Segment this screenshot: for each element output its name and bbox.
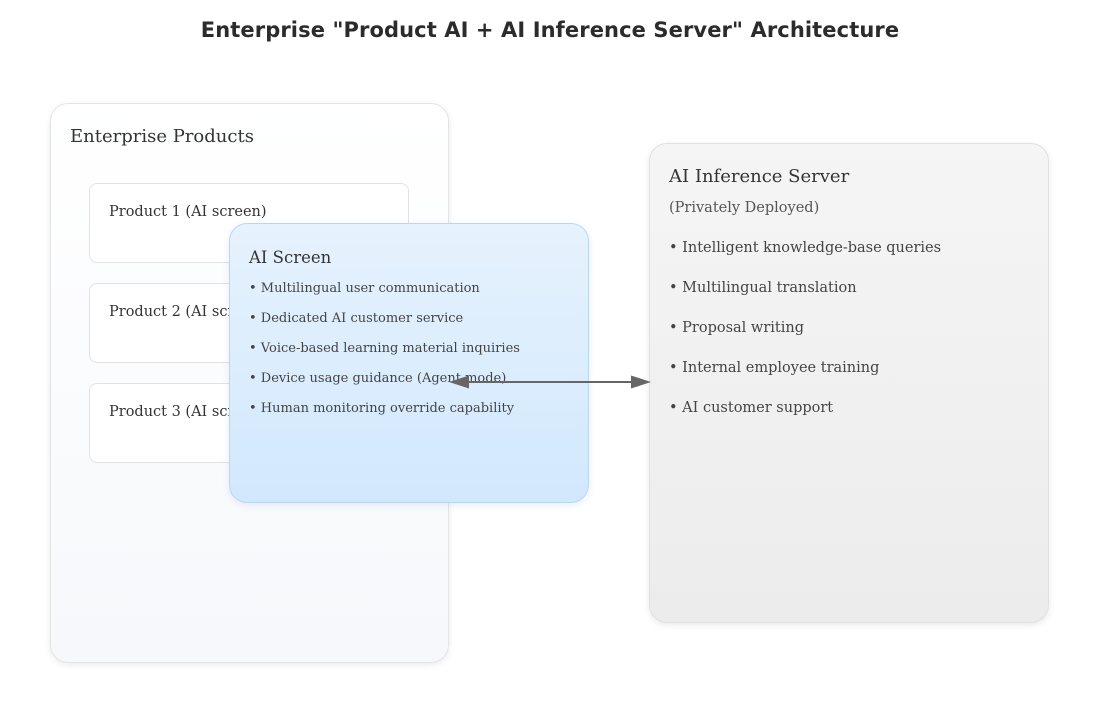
ai-inference-server-title: AI Inference Server: [669, 166, 850, 187]
ai-inference-server-panel: AI Inference Server (Privately Deployed)…: [649, 143, 1049, 623]
enterprise-products-title: Enterprise Products: [70, 126, 254, 147]
ai-screen-title: AI Screen: [249, 248, 332, 267]
diagram-title: Enterprise "Product AI + AI Inference Se…: [200, 18, 900, 42]
server-item: • Internal employee training: [669, 360, 880, 376]
ai-screen-item: • Dedicated AI customer service: [249, 311, 464, 326]
ai-screen-item: • Multilingual user communication: [249, 281, 480, 296]
arrow-head-right: [631, 375, 651, 389]
ai-screen-item: • Device usage guidance (Agent mode): [249, 371, 507, 386]
product-1-label: Product 1 (AI screen): [109, 204, 267, 220]
product-2-label: Product 2 (AI screen): [109, 304, 267, 320]
server-item: • Proposal writing: [669, 320, 804, 336]
server-item: • AI customer support: [669, 400, 834, 416]
server-item: • Multilingual translation: [669, 280, 857, 296]
product-3-label: Product 3 (AI screen): [109, 404, 267, 420]
ai-screen-item: • Human monitoring override capability: [249, 401, 515, 416]
server-item: • Intelligent knowledge-base queries: [669, 240, 942, 256]
ai-screen-panel: AI Screen • Multilingual user communicat…: [229, 223, 589, 503]
ai-screen-item: • Voice-based learning material inquirie…: [249, 341, 520, 356]
ai-inference-server-subtitle: (Privately Deployed): [669, 200, 820, 216]
